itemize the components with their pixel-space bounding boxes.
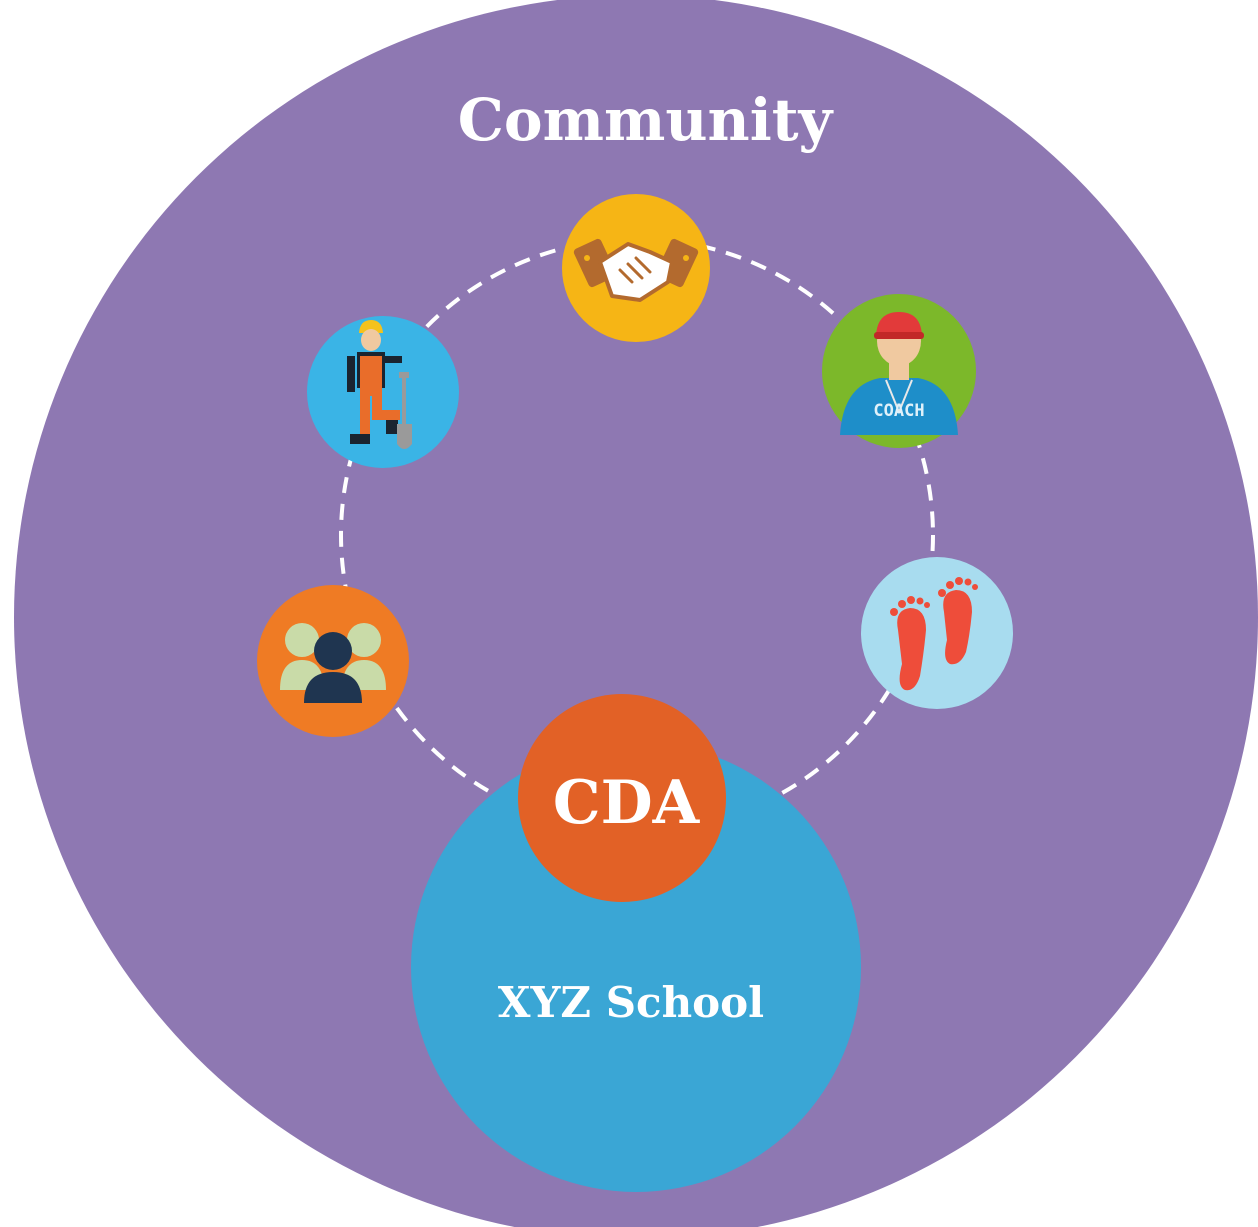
cda-label: CDA	[553, 768, 701, 838]
footprints-icon	[890, 577, 978, 691]
coach-node: COACH	[822, 294, 976, 448]
coach-icon: COACH	[840, 312, 958, 435]
community-label: Community	[458, 86, 835, 154]
people-group-icon	[280, 623, 386, 703]
worker-node	[307, 316, 459, 468]
school-label: XYZ School	[498, 978, 764, 1027]
handshake-icon	[573, 238, 699, 302]
cda-circle	[518, 694, 726, 902]
construction-worker-icon	[347, 320, 412, 449]
coach-shirt-text: COACH	[873, 401, 924, 421]
footprints-node	[861, 557, 1013, 709]
handshake-node	[562, 194, 710, 342]
school-circle	[411, 742, 861, 1192]
people-node	[257, 585, 409, 737]
community-circle	[14, 0, 1258, 1227]
